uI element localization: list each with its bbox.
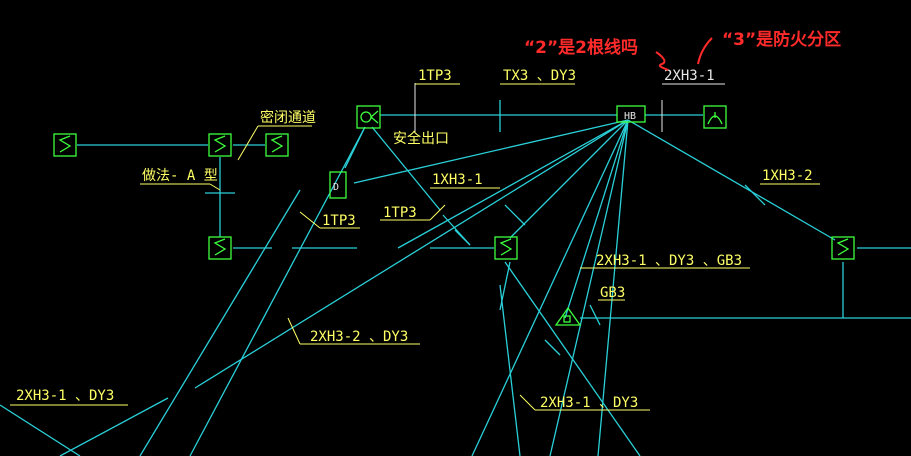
wires [0,114,911,456]
label-2xh3-1-dy3-bottom: 2XH3-1 、DY3 [540,395,638,411]
device-symbols: HB D [53,105,855,326]
alarm-horn-icon [703,105,727,129]
d-label: D [333,182,339,193]
smoke-detector-1 [53,133,77,157]
annotation-two-wires: “2”是2根线吗 [524,37,638,58]
label-gb3: GB3 [600,285,625,301]
smoke-detector-2 [208,133,232,157]
label-1tp3-top: 1TP3 [418,68,452,84]
annotation-arrow-line [697,37,713,65]
label-2xh3-1-top: 2XH3-1 [664,68,715,84]
label-2xh3-1-dy3-left: 2XH3-1 、DY3 [16,388,114,404]
hb-box: HB [616,105,646,123]
smoke-detector-4 [208,236,232,260]
annotations: “2”是2根线吗 “3”是防火分区 [524,29,841,71]
speaker-icon [554,306,582,326]
leader-lines [10,83,820,411]
hb-label: HB [624,111,636,122]
smoke-detector-3 [265,133,289,157]
annotation-fire-zone: “3”是防火分区 [722,29,841,50]
labels: 1TP3 TX3 、DY3 2XH3-1 密闭通道 做法- A 型 安全出口 1… [16,68,813,411]
label-2xh3-1-dy3-gb3: 2XH3-1 、DY3 、GB3 [596,253,742,269]
annotation-squiggle [655,51,669,71]
label-seal-channel: 密闭通道 [260,109,316,126]
label-tx3-dy3: TX3 、DY3 [503,68,576,84]
label-safety-exit: 安全出口 [393,130,449,147]
smoke-detector-6 [831,236,855,260]
label-1xh3-1: 1XH3-1 [432,172,483,188]
smoke-detector-5 [494,236,518,260]
tick-marks [205,83,766,356]
label-1tp3-mid: 1TP3 [383,205,417,221]
d-module: D [329,171,347,199]
label-1tp3-left: 1TP3 [322,213,356,229]
exit-sign-icon [356,105,381,129]
label-method-a: 做法- A 型 [142,168,218,184]
label-2xh3-2-dy3: 2XH3-2 、DY3 [310,329,408,345]
label-1xh3-2: 1XH3-2 [762,168,813,184]
